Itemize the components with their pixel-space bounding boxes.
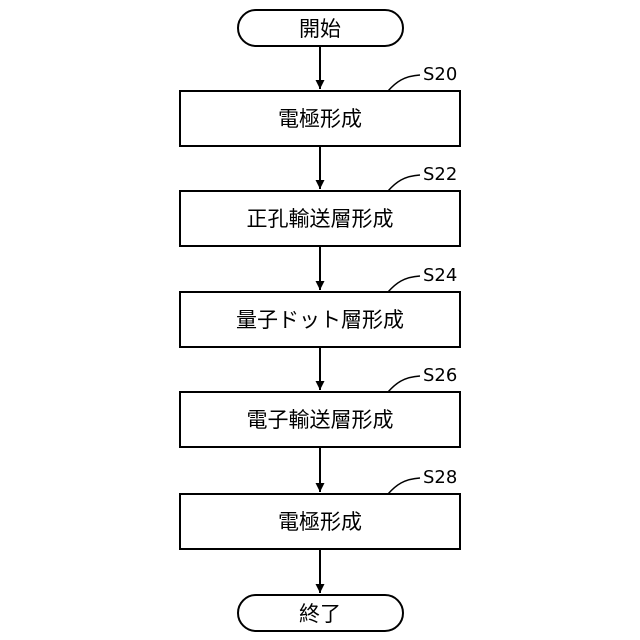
step-label-leader	[388, 478, 420, 494]
step-label-leader	[388, 376, 420, 392]
step-label-leader	[388, 175, 420, 191]
step-id-label: S24	[423, 265, 457, 286]
end-terminal-label: 終了	[299, 602, 341, 626]
process-label: 電極形成	[278, 510, 362, 534]
start-terminal-label: 開始	[299, 17, 341, 41]
process-label: 電子輸送層形成	[247, 408, 394, 432]
process-label: 正孔輸送層形成	[247, 207, 394, 231]
start-terminal: 開始	[238, 10, 403, 46]
step-label-leader	[388, 75, 420, 91]
process-label: 電極形成	[278, 107, 362, 131]
step-id-label: S26	[423, 365, 457, 386]
end-terminal: 終了	[238, 595, 403, 631]
step-label-leader	[388, 276, 420, 292]
step-id-label: S28	[423, 467, 457, 488]
process-label: 量子ドット層形成	[236, 308, 404, 332]
step-id-label: S22	[423, 164, 457, 185]
step-id-label: S20	[423, 64, 457, 85]
